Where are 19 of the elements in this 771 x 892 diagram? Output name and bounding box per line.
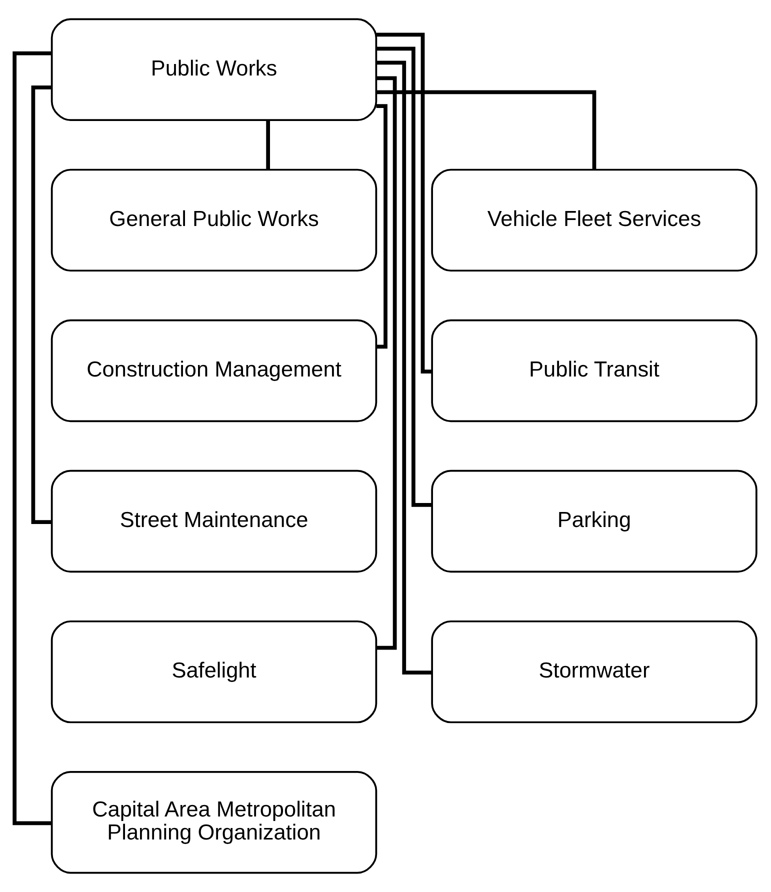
connector (12, 51, 52, 826)
connector (376, 76, 397, 650)
connector (31, 86, 52, 524)
node-box: Street Maintenance (50, 470, 378, 573)
connector (376, 46, 432, 507)
node-box: Safelight (50, 620, 378, 724)
connector (266, 120, 270, 170)
node-box: Parking (431, 470, 758, 573)
node-box: Stormwater (431, 620, 758, 724)
connector (376, 32, 432, 374)
node-box: Public Transit (431, 319, 758, 422)
connector (376, 60, 432, 675)
node-box: Construction Management (50, 319, 378, 422)
connector (376, 104, 388, 349)
node-box: Capital Area Metropolitan Planning Organization (50, 770, 378, 874)
node-box: Public Works (50, 18, 378, 122)
node-box: General Public Works (50, 168, 378, 272)
connector (376, 90, 596, 170)
node-box: Vehicle Fleet Services (431, 168, 758, 272)
